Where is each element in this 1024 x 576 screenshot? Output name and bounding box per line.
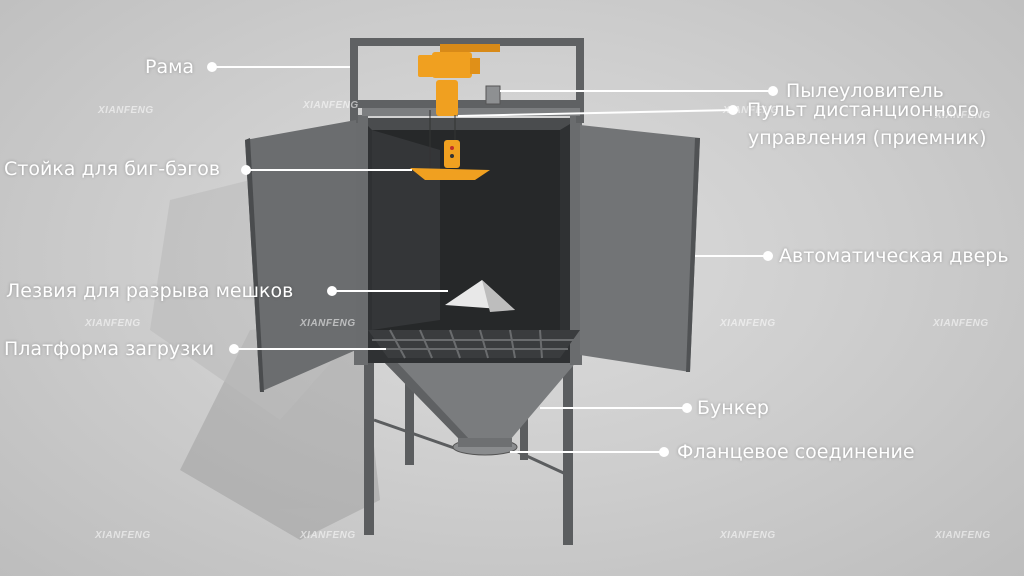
hopper [382,360,578,456]
watermark: XIANFENG [720,318,776,329]
dust-collector [485,85,501,105]
label-bag-breaker-blades: Лезвия для разрыва мешков [6,280,294,302]
watermark: XIANFENG [95,530,151,541]
top-frame [350,38,584,123]
watermark: XIANFENG [85,318,141,329]
watermark: XIANFENG [935,110,991,121]
bag-breaker-blades [445,280,515,312]
watermark: XIANFENG [720,530,776,541]
watermark: XIANFENG [300,530,356,541]
leg-braces [373,418,569,477]
automatic-door [580,125,700,372]
label-hopper: Бункер [697,397,769,419]
leader-lines [207,62,778,457]
electric-hoist [410,44,500,180]
left-door [245,120,356,392]
cabinet [354,115,582,365]
watermark: XIANFENG [723,105,779,116]
watermark: XIANFENG [303,100,359,111]
watermark: XIANFENG [935,530,991,541]
label-loading-platform: Платформа загрузки [4,338,215,360]
loading-platform [368,329,580,359]
label-flange-connection: Фланцевое соединение [677,441,915,463]
watermark: XIANFENG [98,105,154,116]
label-dust-collector: Пылеуловитель [786,80,944,102]
watermark: XIANFENG [933,318,989,329]
label-remote-control-line2: управления (приемник) [748,127,987,149]
label-frame: Рама [145,56,195,78]
watermark: XIANFENG [300,318,356,329]
label-remote-control-line1: Пульт дистанционного [747,99,980,121]
label-bigbag-stand: Стойка для биг-бэгов [4,158,221,180]
label-automatic-door: Автоматическая дверь [779,245,1009,267]
